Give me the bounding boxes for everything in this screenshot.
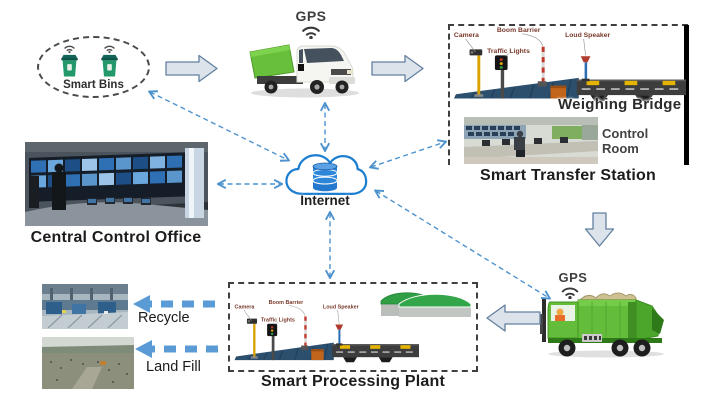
smart-bin-icon: [61, 54, 78, 77]
plant-traffic-lights-label: Traffic Lights: [261, 318, 295, 324]
recycle-label: Recycle: [138, 310, 190, 326]
station-loud-speaker-label: Loud Speaker: [565, 33, 611, 40]
boom-barrier-pole: [541, 46, 545, 85]
transport-truck-illustration: [540, 292, 664, 358]
landfill-domes-icon: [380, 292, 472, 317]
plant-weighbridge-illustration: Camera Boom Barrier Traffic Lights Loud …: [234, 300, 419, 363]
wifi-icon: [561, 287, 579, 299]
loud-speaker-pole: [584, 62, 588, 81]
smart-bins-group: Smart Bins: [37, 36, 150, 98]
station-camera-label: Camera: [454, 33, 479, 40]
collection-truck-gps-label: GPS: [295, 8, 327, 24]
plant-loud-speaker-label: Loud Speaker: [323, 305, 359, 311]
internet-cloud-icon: [285, 154, 368, 195]
flow-arrow-truck-to-station: [371, 54, 424, 83]
processing-plant-box: [228, 282, 478, 372]
station-weighbridge-illustration: Camera Boom Barrier Traffic Lights Loud …: [453, 27, 686, 102]
link-internet-transfer-station: [371, 142, 445, 167]
collection-truck-illustration: [249, 44, 359, 98]
landfill-photo: [42, 337, 134, 389]
wifi-icon: [301, 26, 321, 39]
control-room-label: Control Room: [602, 126, 649, 156]
processing-plant-title: Smart Processing Plant: [260, 373, 446, 390]
transfer-station-right-bar: [684, 25, 689, 165]
flow-arrow-truck-to-plant: [486, 304, 541, 332]
station-traffic-lights-label: Traffic Lights: [487, 48, 530, 55]
transfer-station-title: Smart Transfer Station: [479, 167, 656, 184]
camera-pole: [477, 55, 481, 96]
central-control-office-photo: [25, 142, 208, 226]
database-icon: [312, 162, 338, 192]
traffic-light-pole: [500, 65, 505, 99]
flow-arrow-bins-to-truck: [165, 54, 218, 83]
landfill-arrowhead: [135, 340, 152, 358]
central-control-office-title: Central Control Office: [30, 229, 202, 246]
transport-truck-gps-label: GPS: [558, 270, 588, 285]
weighing-bridge-label: Weighing Bridge: [558, 96, 682, 113]
recycle-photo: [42, 284, 128, 329]
plant-boom-barrier-label: Boom Barrier: [269, 300, 304, 306]
wifi-icon: [104, 45, 115, 53]
station-boom-barrier-label: Boom Barrier: [497, 27, 541, 34]
transfer-station-box: [448, 24, 688, 165]
wifi-icon: [64, 45, 75, 53]
landfill-label: Land Fill: [146, 359, 201, 375]
smart-bin-icon: [101, 54, 118, 77]
plant-camera-label: Camera: [235, 305, 255, 311]
smart-bins-label: Smart Bins: [63, 79, 124, 91]
control-room-photo: [464, 117, 598, 164]
internet-label: Internet: [300, 193, 350, 208]
flow-arrow-station-to-transport-truck: [584, 212, 615, 247]
